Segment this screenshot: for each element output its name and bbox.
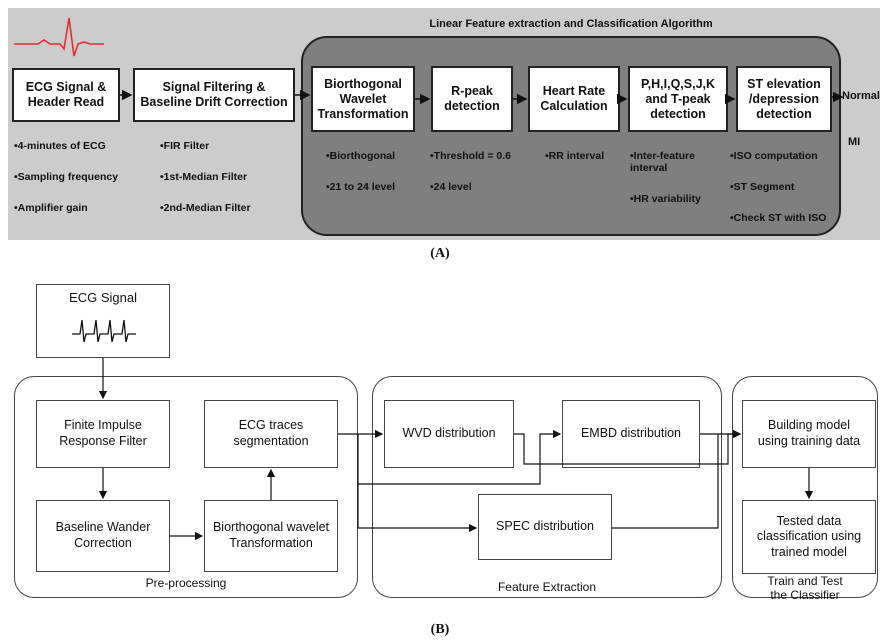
algorithm-title: Linear Feature extraction and Classifica… [429,18,713,30]
building-model-box: Building model using training data [742,400,876,468]
segmentation-box: ECG traces segmentation [204,400,338,468]
wavelet-transformation-box: Biorthogonal Wavelet Transformation [311,66,415,132]
wvd-distribution-box: WVD distribution [384,400,514,468]
bullets-filtering: •FIR Filter •1st-Median Filter •2nd-Medi… [160,140,251,215]
bullets-ecg-signal: •4-minutes of ECG •Sampling frequency •A… [14,140,119,215]
signal-filtering-box: Signal Filtering & Baseline Drift Correc… [133,68,295,122]
r-peak-detection-box: R-peak detection [431,66,513,132]
bullets-st-detection: •ISO computation •ST Segment •Check ST w… [730,150,827,225]
caption-a: (A) [430,246,450,261]
spec-distribution-box: SPEC distribution [478,494,612,560]
ecg-waveform-icon [72,319,136,343]
output-mi: MI [848,136,861,148]
panel-a-arrows [120,89,844,105]
embd-distribution-box: EMBD distribution [562,400,700,468]
feature-extraction-label: Feature Extraction [497,580,597,594]
bullets-heart-rate: •RR interval [545,150,605,163]
caption-b: (B) [430,622,450,637]
preprocessing-label: Pre-processing [145,576,227,590]
wavelet-box: Biorthogonal wavelet Transformation [204,500,338,572]
ecg-signal-box [36,284,170,358]
baseline-wander-box: Baseline Wander Correction [36,500,170,572]
classifier-label: Train and Test the Classifier [767,574,843,603]
output-normal: Normal [842,90,880,102]
bullets-wavelet: •Biorthogonal •21 to 24 level [326,150,396,194]
bullets-peak-detection: •Inter-feature interval •HR variability [630,150,701,206]
ecg-trace-icon [14,17,104,57]
bullets-r-peak: •Threshold = 0.6 •24 level [430,150,511,194]
classifier-group [732,376,878,598]
tested-data-box: Tested data classification using trained… [742,500,876,574]
ecg-signal-label: ECG Signal [69,290,137,305]
st-detection-box: ST elevation /depression detection [736,66,832,132]
feature-extraction-group [372,376,722,598]
heart-rate-calculation-box: Heart Rate Calculation [528,66,620,132]
fir-filter-box: Finite Impulse Response Filter [36,400,170,468]
ecg-signal-header-box: ECG Signal & Header Read [12,68,120,122]
